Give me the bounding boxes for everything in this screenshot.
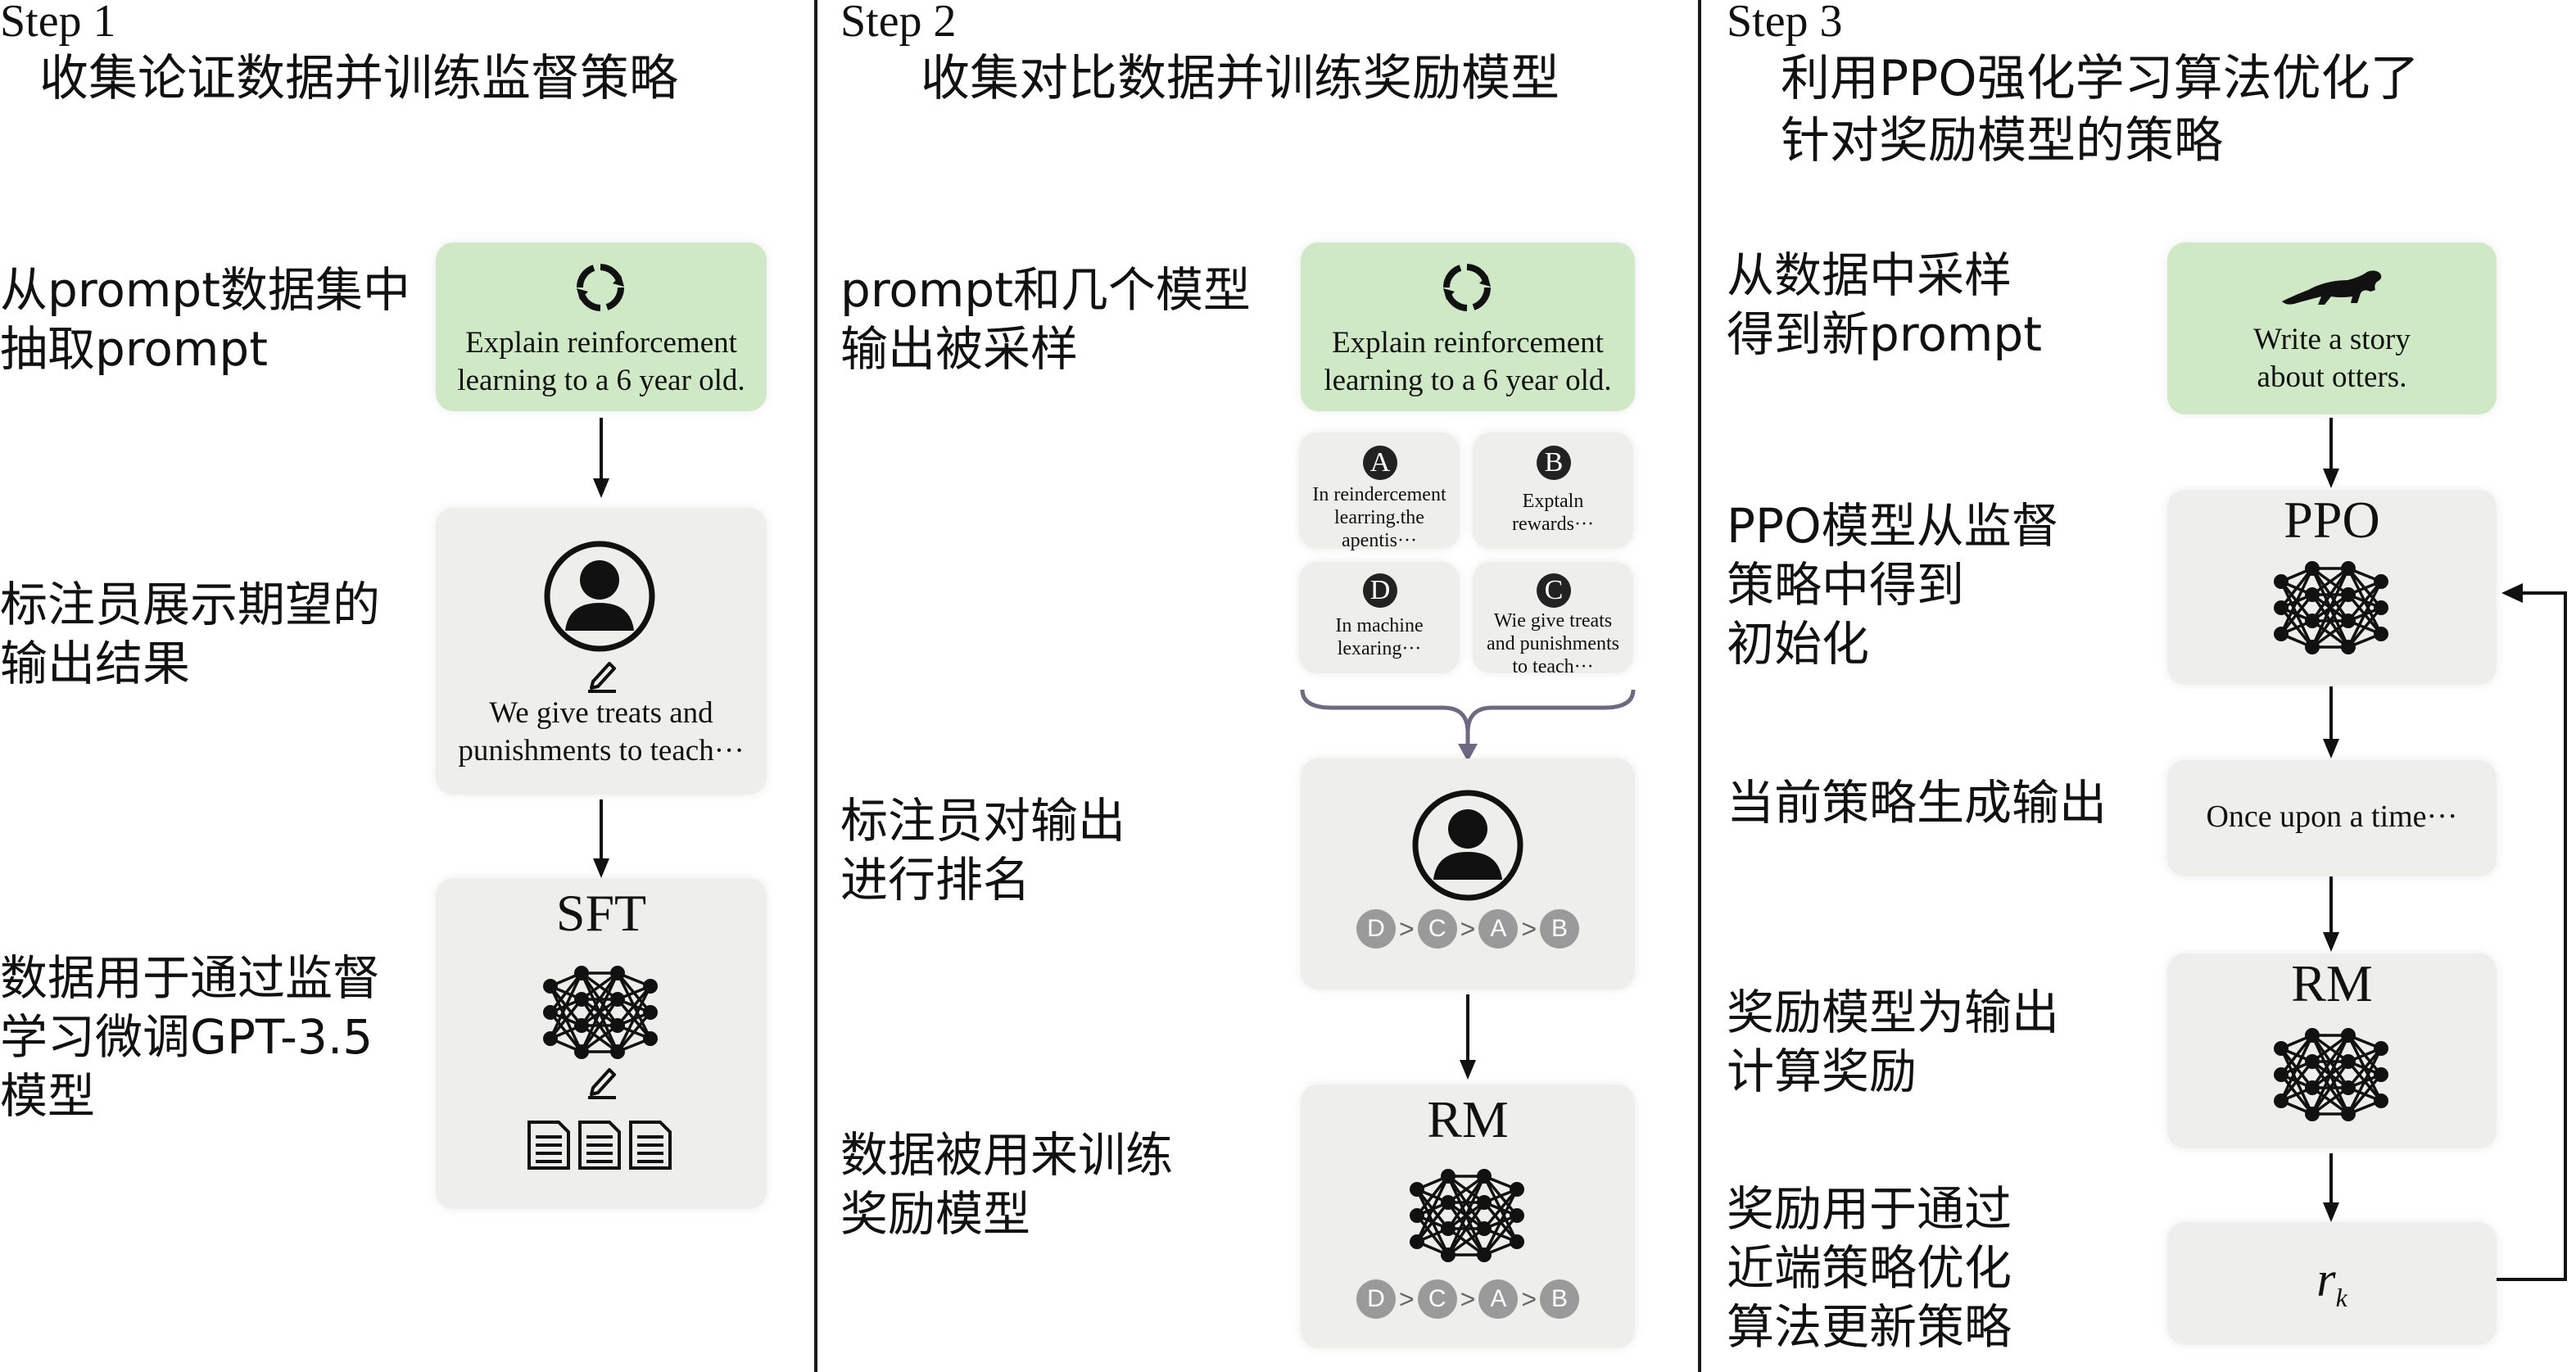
step3-output-box: Once upon a time··· bbox=[2167, 760, 2497, 876]
answer-card-b: B Exptaln rewards··· bbox=[1473, 432, 1633, 549]
step3-label: Step 3 bbox=[1727, 0, 1843, 47]
step2-row2-text: 标注员对输出 进行排名 bbox=[840, 793, 1126, 908]
ppo-model-label: PPO bbox=[2284, 491, 2380, 549]
step3-row1-text: 从数据中采样 得到新prompt bbox=[1727, 247, 2042, 362]
answer-card-a: A In reindercement learring.the apentis·… bbox=[1299, 432, 1460, 551]
step1-arrow-2 bbox=[593, 799, 609, 878]
step3-prompt-box: Write a story about otters. bbox=[2167, 242, 2497, 414]
step3-arrow-3 bbox=[2323, 876, 2339, 952]
documents-icon bbox=[527, 1121, 672, 1170]
answer-card-d: D In machine lexaring··· bbox=[1299, 562, 1460, 673]
pencil-icon bbox=[588, 662, 616, 693]
step2-prompt-box: Explain reinforcement learning to a 6 ye… bbox=[1301, 242, 1635, 411]
ranking-order: D>C>A>B bbox=[1301, 909, 1635, 949]
step3-rm-box: RM bbox=[2167, 953, 2497, 1148]
step3-row5-text: 奖励用于通过 近端策略优化 算法更新策略 bbox=[1727, 1181, 2012, 1355]
step1-row1-text: 从prompt数据集中 抽取prompt bbox=[0, 262, 410, 377]
step3-row4-text: 奖励模型为输出 计算奖励 bbox=[1727, 985, 2060, 1099]
answer-letter-b: B bbox=[1537, 446, 1571, 480]
otter-icon bbox=[2282, 270, 2382, 305]
step2-prompt-text: Explain reinforcement learning to a 6 ye… bbox=[1324, 326, 1612, 397]
step1-title: 收集论证数据并训练监督策略 bbox=[39, 50, 678, 107]
column-divider-1 bbox=[814, 0, 817, 1372]
answer-card-c: C Wie give treats and punishments to tea… bbox=[1473, 562, 1633, 677]
step1-arrow-1 bbox=[593, 418, 609, 498]
step3-title: 利用PPO强化学习算法优化了 针对奖励模型的策略 bbox=[1781, 50, 2420, 170]
answer-letter-a: A bbox=[1363, 446, 1397, 480]
pencil-icon bbox=[588, 1068, 616, 1099]
policy-output-text: Once upon a time··· bbox=[2206, 799, 2458, 834]
step3-ppo-box: PPO bbox=[2167, 490, 2497, 685]
column-divider-2 bbox=[1698, 0, 1701, 1372]
step1-demo-text: We give treats and punishments to teach·… bbox=[458, 696, 745, 768]
step1-demo-box: We give treats and punishments to teach·… bbox=[436, 508, 767, 795]
labeler-avatar-icon bbox=[1412, 790, 1523, 901]
step3-prompt-text: Write a story about otters. bbox=[2253, 323, 2411, 394]
step1-sft-box: SFT bbox=[436, 878, 767, 1209]
answer-letter-d: D bbox=[1363, 573, 1397, 608]
neural-network-icon bbox=[1410, 1169, 1524, 1262]
neural-network-icon bbox=[2274, 1028, 2388, 1121]
step3-arrow-4 bbox=[2323, 1153, 2339, 1222]
sft-model-label: SFT bbox=[555, 884, 647, 942]
step2-row3-text: 数据被用来训练 奖励模型 bbox=[840, 1127, 1174, 1242]
answer-text-a: In reindercement learring.the apentis··· bbox=[1312, 484, 1446, 551]
step3-row2-text: PPO模型从监督 策略中得到 初始化 bbox=[1727, 498, 2059, 672]
step1-prompt-text: Explain reinforcement learning to a 6 ye… bbox=[457, 326, 745, 397]
reward-symbol: rk bbox=[2316, 1252, 2347, 1312]
feedback-loop-arrow bbox=[2497, 583, 2567, 1281]
step1-row3-text: 数据用于通过监督 学习微调GPT-3.5 模型 bbox=[0, 950, 381, 1124]
neural-network-icon bbox=[543, 966, 658, 1059]
answer-text-d: In machine lexaring··· bbox=[1335, 615, 1424, 659]
rm-model-label: RM bbox=[2291, 954, 2373, 1012]
labeler-avatar-icon bbox=[544, 541, 655, 652]
rm-model-label: RM bbox=[1427, 1090, 1509, 1148]
step3-row3-text: 当前策略生成输出 bbox=[1727, 775, 2107, 831]
refresh-icon bbox=[1442, 264, 1492, 311]
answer-text-c: Wie give treats and punishments to teach… bbox=[1487, 610, 1619, 677]
ranking-order: D>C>A>B bbox=[1301, 1279, 1635, 1319]
step1-row2-text: 标注员展示期望的 输出结果 bbox=[0, 577, 381, 691]
answer-letter-c: C bbox=[1537, 573, 1571, 608]
step1-label: Step 1 bbox=[0, 0, 116, 47]
step2-rm-box: RM D>C>A>B bbox=[1301, 1084, 1635, 1348]
step2-title: 收集对比数据并训练奖励模型 bbox=[921, 50, 1560, 107]
step3-arrow-2 bbox=[2323, 686, 2339, 758]
step3-arrow-1 bbox=[2323, 418, 2339, 488]
refresh-icon bbox=[576, 264, 625, 311]
merge-brace-arrow bbox=[1300, 689, 1636, 762]
step1-prompt-box: Explain reinforcement learning to a 6 ye… bbox=[436, 242, 767, 411]
step2-arrow bbox=[1460, 994, 1476, 1080]
neural-network-icon bbox=[2274, 561, 2388, 654]
step2-ranking-box: D>C>A>B bbox=[1301, 758, 1635, 989]
step2-label: Step 2 bbox=[840, 0, 957, 47]
step2-row1-text: prompt和几个模型 输出被采样 bbox=[840, 262, 1251, 377]
step3-reward-box: rk bbox=[2167, 1222, 2497, 1345]
answer-text-b: Exptaln rewards··· bbox=[1512, 491, 1594, 535]
